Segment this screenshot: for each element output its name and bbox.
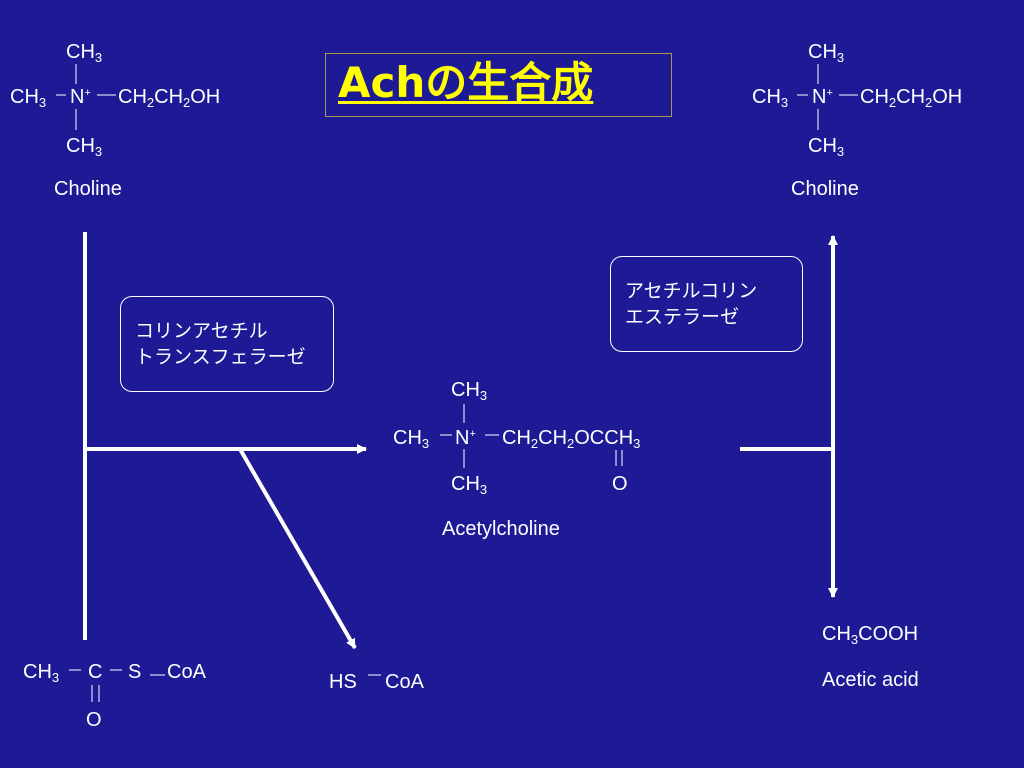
acetic-acid-label: Acetic acid xyxy=(822,669,919,691)
title-box xyxy=(325,53,672,117)
acetyl-coa-sulfur: S xyxy=(128,661,142,683)
ach-nitrogen: N+ xyxy=(455,427,476,449)
choline-left-chain: CH2CH2OH xyxy=(118,86,221,110)
enzyme-left-line2: トランスフェラーゼ xyxy=(135,346,306,368)
acetyl-coa-coa: CoA xyxy=(167,661,206,683)
choline-left-ch3-top: CH3 xyxy=(66,41,103,65)
ach-ch3-left: CH3 xyxy=(393,427,430,451)
choline-right-nitrogen: N+ xyxy=(812,86,833,108)
choline-left-ch3-left: CH3 xyxy=(10,86,47,110)
choline-left-label: Choline xyxy=(54,178,122,200)
hydrolysis-path xyxy=(740,235,838,598)
acetyl-coa-oxygen: O xyxy=(86,709,102,731)
hs-coa-hs: HS xyxy=(329,671,357,693)
choline-right-bonds xyxy=(797,64,858,130)
ach-carbonyl-oxygen: O xyxy=(612,473,628,495)
ach-chain: CH2CH2OCCH3 xyxy=(502,427,641,451)
acetyl-coa-carbon: C xyxy=(88,661,103,683)
choline-left-nitrogen: N+ xyxy=(70,86,91,108)
enzyme-left-line1: コリンアセチル xyxy=(135,320,268,342)
choline-right-ch3-bottom: CH3 xyxy=(808,135,845,159)
acetylcholine-label: Acetylcholine xyxy=(442,518,560,540)
ach-ch3-top: CH3 xyxy=(451,379,488,403)
choline-left-bonds xyxy=(56,64,116,130)
choline-right-label: Choline xyxy=(791,178,859,200)
choline-left-ch3-bottom: CH3 xyxy=(66,135,103,159)
enzyme-right-line2: エステラーゼ xyxy=(625,306,740,328)
choline-right-ch3-top: CH3 xyxy=(808,41,845,65)
acetylcholine-bonds xyxy=(440,404,623,468)
acetyl-coa-bonds xyxy=(69,669,165,702)
slide-title: Achの生合成 xyxy=(338,58,594,107)
ach-ch3-bottom: CH3 xyxy=(451,473,488,497)
enzyme-right-line1: アセチルコリン xyxy=(625,280,758,302)
enzyme-box-acetylcholinesterase: アセチルコリン エステラーゼ xyxy=(610,256,803,352)
choline-right-ch3-left: CH3 xyxy=(752,86,789,110)
enzyme-box-choline-acetyltransferase: コリンアセチル トランスフェラーゼ xyxy=(120,296,334,392)
synthesis-path xyxy=(83,232,367,650)
acetyl-coa-ch3: CH3 xyxy=(23,661,60,685)
acetic-acid-formula: CH3COOH xyxy=(822,623,919,647)
hs-coa-coa: CoA xyxy=(385,671,424,693)
choline-right-chain: CH2CH2OH xyxy=(860,86,963,110)
